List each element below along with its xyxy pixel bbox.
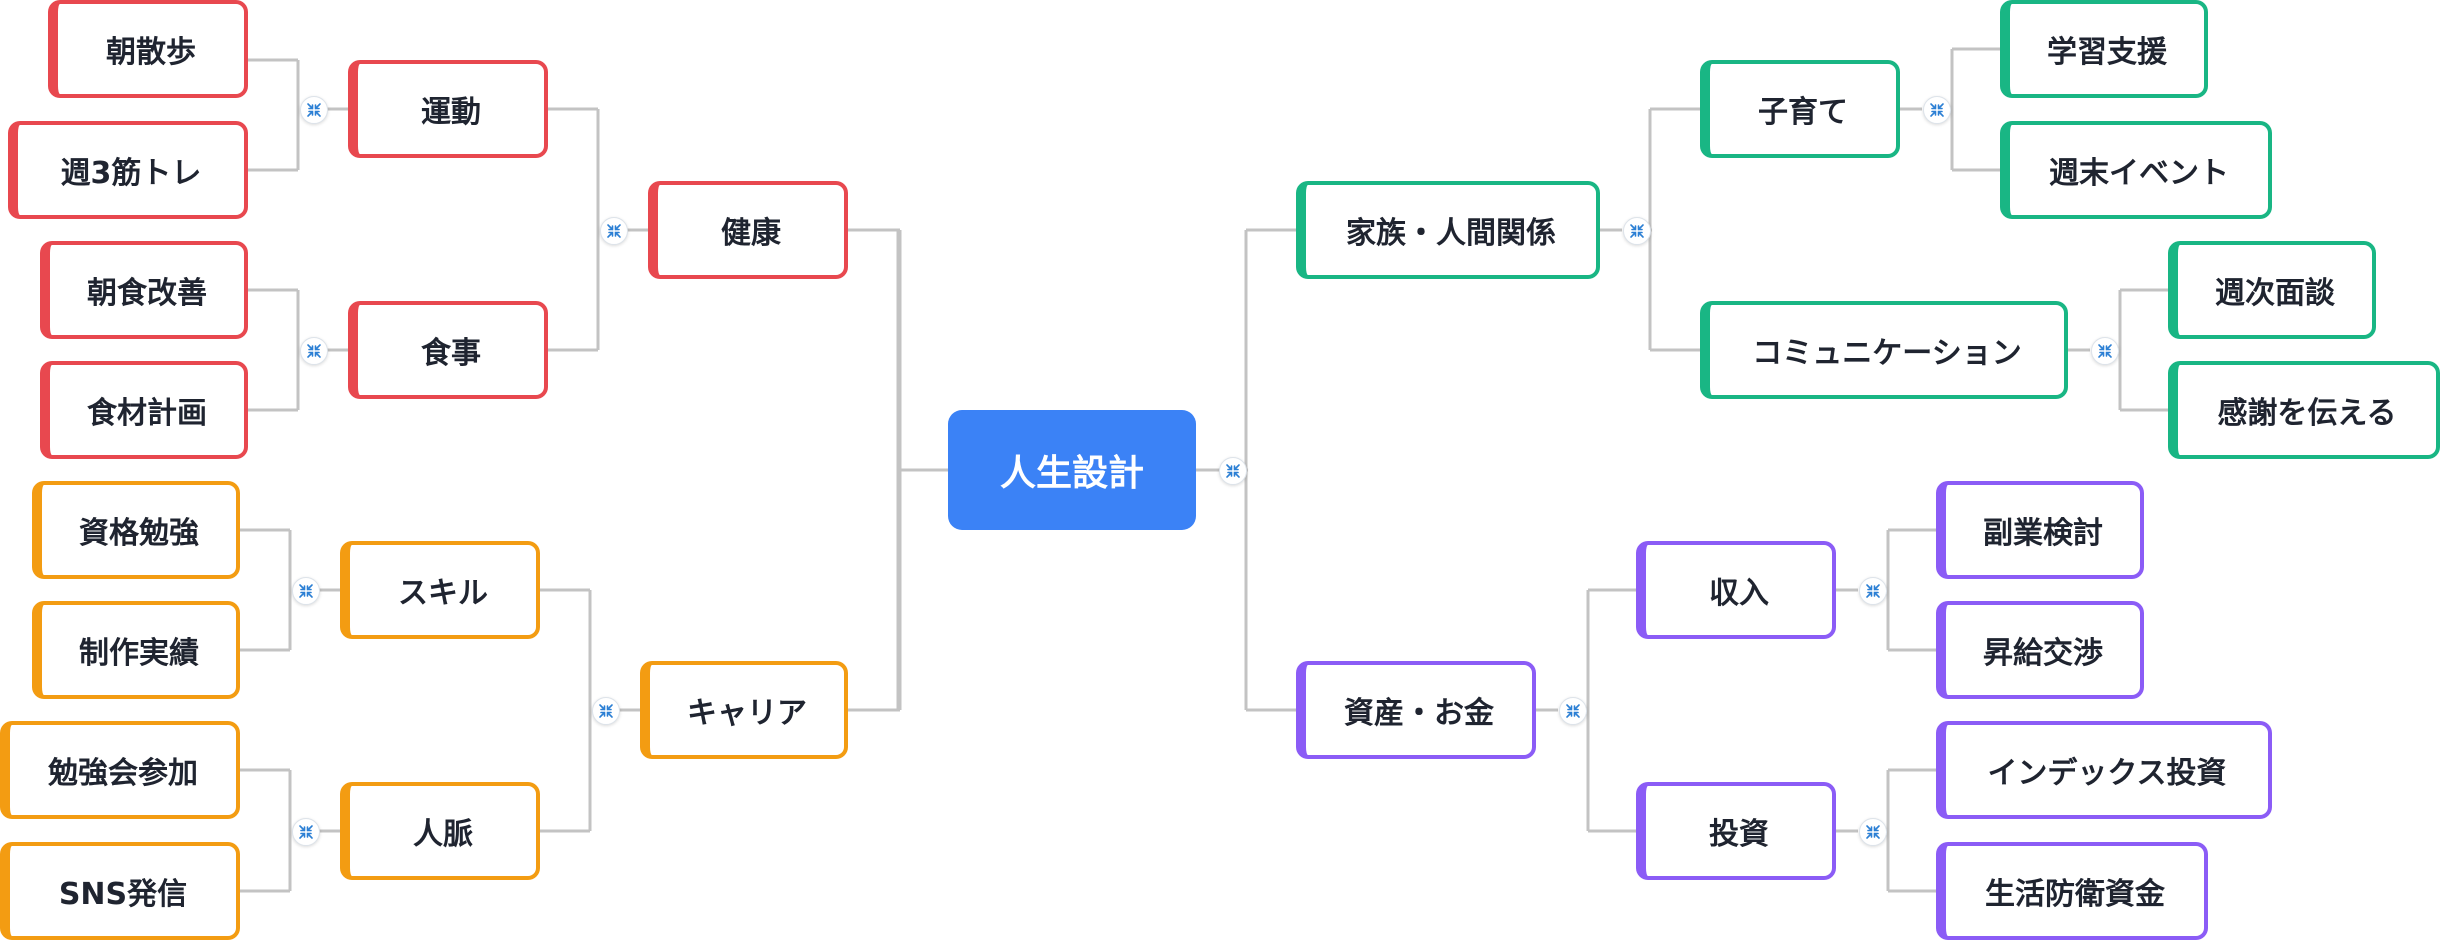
collapse-toggle-family[interactable]: [1623, 217, 1651, 245]
branch-career[interactable]: キャリア: [640, 661, 848, 759]
topic-income[interactable]: 収入: [1636, 541, 1836, 639]
leaf-express-gratitude[interactable]: 感謝を伝える: [2168, 361, 2440, 459]
collapse-arrows-icon: [307, 103, 321, 117]
collapse-toggle-skill[interactable]: [292, 577, 320, 605]
topic-diet[interactable]: 食事: [348, 301, 548, 399]
collapse-arrows-icon: [599, 704, 613, 718]
collapse-toggle-parenting[interactable]: [1923, 96, 1951, 124]
collapse-toggle-network[interactable]: [292, 818, 320, 846]
collapse-arrows-icon: [1226, 464, 1240, 478]
topic-skill[interactable]: スキル: [340, 541, 540, 639]
leaf-sns-posting[interactable]: SNS発信: [0, 842, 240, 940]
collapse-arrows-icon: [1866, 584, 1880, 598]
collapse-toggle-assets[interactable]: [1559, 697, 1587, 725]
collapse-toggle-diet[interactable]: [300, 337, 328, 365]
leaf-weekend-events[interactable]: 週末イベント: [2000, 121, 2272, 219]
collapse-arrows-icon: [1566, 704, 1580, 718]
leaf-weekly-training[interactable]: 週3筋トレ: [8, 121, 248, 219]
collapse-arrows-icon: [1630, 224, 1644, 238]
leaf-portfolio[interactable]: 制作実績: [32, 601, 240, 699]
leaf-ingredient-plan[interactable]: 食材計画: [40, 361, 248, 459]
topic-parenting[interactable]: 子育て: [1700, 60, 1900, 158]
topic-communication[interactable]: コミュニケーション: [1700, 301, 2068, 399]
topic-exercise[interactable]: 運動: [348, 60, 548, 158]
collapse-toggle-exercise[interactable]: [300, 96, 328, 124]
collapse-toggle-communication[interactable]: [2091, 337, 2119, 365]
leaf-emergency-fund[interactable]: 生活防衛資金: [1936, 842, 2208, 940]
leaf-breakfast[interactable]: 朝食改善: [40, 241, 248, 339]
collapse-arrows-icon: [299, 584, 313, 598]
leaf-morning-walk[interactable]: 朝散歩: [48, 0, 248, 98]
leaf-weekly-meeting[interactable]: 週次面談: [2168, 241, 2376, 339]
collapse-arrows-icon: [1930, 103, 1944, 117]
leaf-study-meetups[interactable]: 勉強会参加: [0, 721, 240, 819]
collapse-arrows-icon: [2098, 344, 2112, 358]
collapse-toggle-career[interactable]: [592, 697, 620, 725]
leaf-raise-negotiation[interactable]: 昇給交渉: [1936, 601, 2144, 699]
root-node[interactable]: 人生設計: [948, 410, 1196, 530]
topic-network[interactable]: 人脈: [340, 782, 540, 880]
collapse-toggle-investment[interactable]: [1859, 818, 1887, 846]
collapse-toggle-income[interactable]: [1859, 577, 1887, 605]
collapse-arrows-icon: [299, 825, 313, 839]
leaf-index-investing[interactable]: インデックス投資: [1936, 721, 2272, 819]
collapse-arrows-icon: [607, 224, 621, 238]
branch-family[interactable]: 家族・人間関係: [1296, 181, 1600, 279]
collapse-arrows-icon: [1866, 825, 1880, 839]
branch-assets[interactable]: 資産・お金: [1296, 661, 1536, 759]
leaf-side-business[interactable]: 副業検討: [1936, 481, 2144, 579]
collapse-toggle-health[interactable]: [600, 217, 628, 245]
leaf-learning-support[interactable]: 学習支援: [2000, 0, 2208, 98]
collapse-toggle-root[interactable]: [1219, 457, 1247, 485]
collapse-arrows-icon: [307, 344, 321, 358]
branch-health[interactable]: 健康: [648, 181, 848, 279]
topic-investment[interactable]: 投資: [1636, 782, 1836, 880]
leaf-certification[interactable]: 資格勉強: [32, 481, 240, 579]
